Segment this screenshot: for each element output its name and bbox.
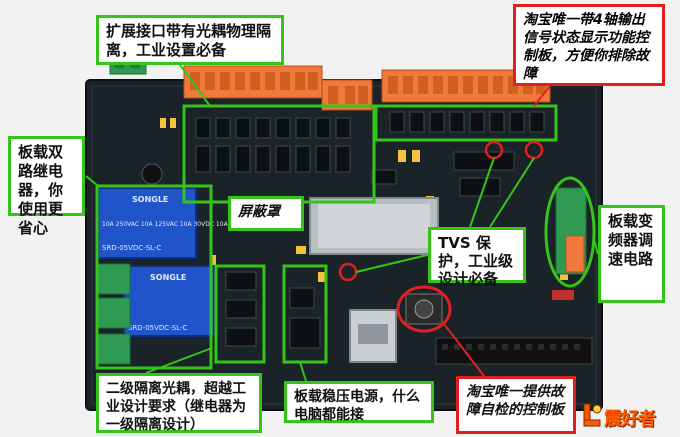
watermark-logo: 震好者 (582, 398, 674, 434)
highlight-four-axis (374, 104, 558, 142)
highlight-isolation (214, 264, 266, 364)
logo-icon (583, 403, 602, 427)
isolation-optocouplers (225, 271, 257, 347)
highlight-regulator (282, 264, 328, 364)
shield-can-top (318, 204, 430, 248)
logo-text: 震好者 (604, 409, 656, 430)
callout-relay: 板载双路继电器，你使用更省心 (8, 136, 85, 237)
pin-header (435, 337, 593, 365)
highlight-self-test (396, 285, 452, 333)
relay-1-brand: SONGLE (132, 195, 168, 204)
test-button-body (405, 293, 443, 325)
callout-inverter: 板载变频器调速电路 (598, 205, 665, 303)
highlight-relays (95, 184, 213, 370)
callout-lines-red (443, 85, 551, 377)
relay-2-brand: SONGLE (150, 273, 186, 282)
regulator-components (289, 287, 321, 349)
relay-1-model: SRD-05VDC-SL-C (102, 244, 161, 252)
inverter-terminal-orange (565, 235, 585, 273)
callout-tvs: TVS 保护，工业级设计必备 (428, 227, 526, 288)
callout-shield: 屏蔽罩 (228, 196, 304, 231)
callout-expansion: 扩展接口带有光耦物理隔离，工业设置必备 (96, 15, 284, 65)
relay-1-rating: 10A 250VAC 10A 125VAC 10A 30VDC 10A 28VD… (102, 221, 250, 228)
usb-port-cavity (358, 324, 388, 344)
callout-lines (85, 64, 599, 382)
callout-regulator: 板载稳压电源，什么电脑都能接 (284, 381, 434, 423)
relay-terminals-left (95, 263, 131, 365)
relay-2: SONGLE SRD-05VDC-SL-C (123, 265, 215, 337)
test-button-cap (414, 299, 434, 319)
optocoupler-row-top (195, 111, 545, 139)
callout-isolation: 二级隔离光耦，超越工业设计要求（继电器为一级隔离设计） (96, 373, 262, 433)
callout-four-axis: 淘宝唯一带4轴输出信号状态显示功能控制板，方便你排除故障 (513, 4, 665, 86)
inverter-resistor (552, 290, 574, 300)
electrolytic-capacitor (141, 163, 163, 185)
relay-1: SONGLE 10A 250VAC 10A 125VAC 10A 30VDC 1… (97, 187, 250, 259)
highlight-inverter (544, 176, 596, 288)
optocoupler-row-mid (195, 145, 351, 173)
relay-2-model: SRD-05VDC-SL-C (128, 324, 187, 332)
callout-self-test: 淘宝唯一提供故障自检的控制板 (456, 376, 576, 434)
